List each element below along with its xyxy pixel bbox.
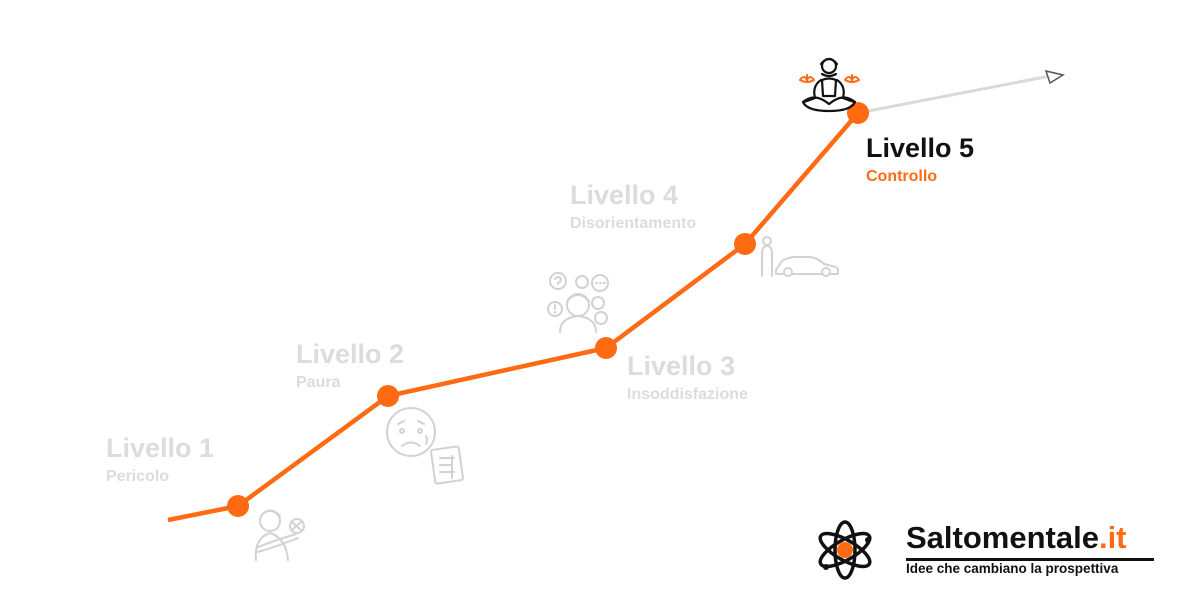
- arrow-head-icon: [1044, 69, 1065, 85]
- level-4-title: Livello 4: [570, 180, 679, 210]
- woman-with-baby-icon: [254, 509, 305, 561]
- level-4-subtitle: Disorientamento: [570, 215, 697, 232]
- level-3-dot: [595, 337, 617, 359]
- worried-face-and-bill-icon: [386, 407, 464, 485]
- brand-name[interactable]: Saltomentale.it: [906, 522, 1127, 553]
- brand-name-tld: .it: [1098, 520, 1127, 555]
- level-1-title: Livello 1: [106, 433, 215, 463]
- brand-name-main: Saltomentale: [906, 520, 1099, 555]
- level-5-subtitle: Controllo: [866, 168, 938, 185]
- level-2-title: Livello 2: [296, 339, 405, 369]
- man-and-car-icon: [761, 236, 839, 277]
- level-3-title: Livello 3: [627, 351, 736, 381]
- level-1-dot: [227, 495, 249, 517]
- meditating-woman-icon: [799, 57, 860, 113]
- brand-tagline: Idee che cambiano la prospettiva: [906, 561, 1119, 576]
- atom-logo-icon: [818, 520, 872, 580]
- level-3-subtitle: Insoddisfazione: [627, 386, 748, 403]
- progression-line: [167, 111, 860, 523]
- level-2-dot: [377, 385, 399, 407]
- level-2-subtitle: Paura: [296, 374, 341, 391]
- confused-person-icon: [547, 272, 609, 333]
- level-1-subtitle: Pericolo: [106, 468, 170, 485]
- level-4-dot: [734, 233, 756, 255]
- level-5-dot: [847, 102, 869, 124]
- level-5-title: Livello 5: [866, 133, 975, 163]
- continuation-arrow-line: [857, 74, 1051, 115]
- brand-underline: [906, 558, 1154, 561]
